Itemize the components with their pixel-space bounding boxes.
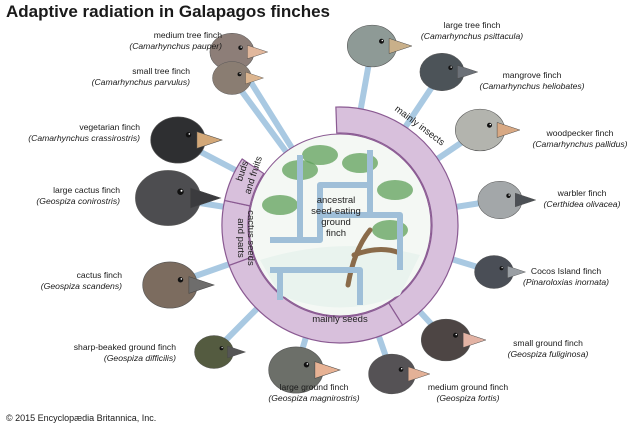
page-title: Adaptive radiation in Galapagos finches: [6, 2, 331, 21]
common-name: woodpecker finch: [546, 128, 614, 138]
warbler-finch-head: [477, 181, 537, 219]
scientific-name: (Geospiza difficilis): [103, 353, 176, 363]
label-large-tree-finch: large tree finch(Camarhynchus psittacula…: [421, 20, 523, 42]
ancestral-label-line: ancestral: [317, 195, 356, 206]
large-tree-finch-head: [347, 24, 413, 68]
scientific-name: (Geospiza fortis): [436, 393, 500, 403]
sharp-beaked-ground-finch-head: [194, 335, 247, 369]
common-name: mangrove finch: [502, 70, 562, 80]
common-name: vegetarian finch: [79, 122, 140, 132]
small-tree-finch-head: [212, 61, 265, 95]
diet-label-cactus-2: and parts: [235, 218, 246, 258]
scientific-name: (Certhidea olivacea): [543, 199, 621, 209]
common-name: cactus finch: [76, 270, 122, 280]
copyright-credit: © 2015 Encyclopædia Britannica, Inc.: [6, 413, 157, 423]
diet-label-cactus-1: cactus seeds: [245, 210, 256, 266]
scientific-name: (Camarhynchus psittacula): [420, 31, 524, 41]
scientific-name: (Geospiza scandens): [40, 281, 122, 291]
scientific-name: (Camarhynchus heliobates): [479, 81, 585, 91]
common-name: medium ground finch: [427, 382, 509, 392]
leaf-cluster: [302, 145, 338, 165]
large-cactus-finch-head: [135, 170, 222, 226]
common-name: large ground finch: [279, 382, 349, 392]
scientific-name: (Camarhynchus crassirostris): [28, 133, 140, 143]
label-cocos-island-finch: Cocos Island finch(Pinaroloxias inornata…: [523, 266, 609, 288]
scientific-name: (Geospiza fuliginosa): [507, 349, 589, 359]
ancestral-label-line: finch: [326, 228, 346, 239]
scientific-name: (Geospiza magnirostris): [268, 393, 360, 403]
cactus-finch-head: [142, 261, 215, 309]
label-small-tree-finch: small tree finch(Camarhynchus parvulus): [92, 66, 190, 88]
label-warbler-finch: warbler finch(Certhidea olivacea): [544, 188, 621, 210]
woodpecker-finch-head: [455, 108, 521, 152]
lineage-branch: [320, 212, 403, 270]
label-small-ground-finch: small ground finch(Geospiza fuliginosa): [508, 338, 589, 360]
label-cactus-finch: cactus finch(Geospiza scandens): [41, 270, 122, 292]
scientific-name: (Camarhynchus pallidus): [532, 139, 628, 149]
diet-segment-buds: [223, 158, 265, 207]
label-mangrove-finch: mangrove finch(Camarhynchus heliobates): [479, 70, 584, 92]
common-name: Cocos Island finch: [530, 266, 602, 276]
mangrove-finch-head: [419, 53, 479, 91]
common-name: small tree finch: [132, 66, 190, 76]
label-sharp-beaked-ground-finch: sharp-beaked ground finch(Geospiza diffi…: [74, 342, 176, 364]
common-name: sharp-beaked ground finch: [73, 342, 176, 352]
cocos-island-finch-head: [474, 255, 527, 289]
medium-ground-finch-head: [368, 353, 431, 395]
label-large-ground-finch: large ground finch(Geospiza magnirostris…: [268, 382, 359, 404]
label-medium-tree-finch: medium tree finch(Camarhynchus pauper): [129, 30, 222, 52]
leaf-cluster: [377, 180, 413, 200]
common-name: large cactus finch: [53, 185, 120, 195]
common-name: small ground finch: [513, 338, 583, 348]
label-vegetarian-finch: vegetarian finch(Camarhynchus crassirost…: [28, 122, 140, 144]
diet-label-seeds: mainly seeds: [312, 314, 368, 325]
medium-tree-finch-head: [209, 33, 269, 71]
large-ground-finch-head: [268, 346, 341, 394]
diet-ring: [221, 106, 459, 344]
tree-trunk: [345, 227, 403, 288]
finch-heads: [135, 24, 537, 395]
scientific-name: (Camarhynchus pauper): [129, 41, 222, 51]
vegetarian-finch-head: [150, 116, 223, 164]
small-ground-finch-head: [421, 318, 487, 362]
lineage-branch: [270, 267, 363, 305]
label-large-cactus-finch: large cactus finch(Geospiza conirostris): [36, 185, 120, 207]
common-name: warbler finch: [557, 188, 607, 198]
label-woodpecker-finch: woodpecker finch(Camarhynchus pallidus): [532, 128, 627, 150]
ground-area: [260, 246, 420, 308]
common-name: large tree finch: [443, 20, 501, 30]
scientific-name: (Geospiza conirostris): [36, 196, 120, 206]
ancestral-label-line: ground: [321, 217, 351, 228]
scientific-name: (Camarhynchus parvulus): [91, 77, 190, 87]
common-name: medium tree finch: [153, 30, 222, 40]
ancestral-label-line: seed-eating: [311, 206, 361, 217]
scientific-name: (Pinaroloxias inornata): [523, 277, 609, 287]
label-medium-ground-finch: medium ground finch(Geospiza fortis): [428, 382, 508, 404]
leaf-cluster: [262, 195, 298, 215]
